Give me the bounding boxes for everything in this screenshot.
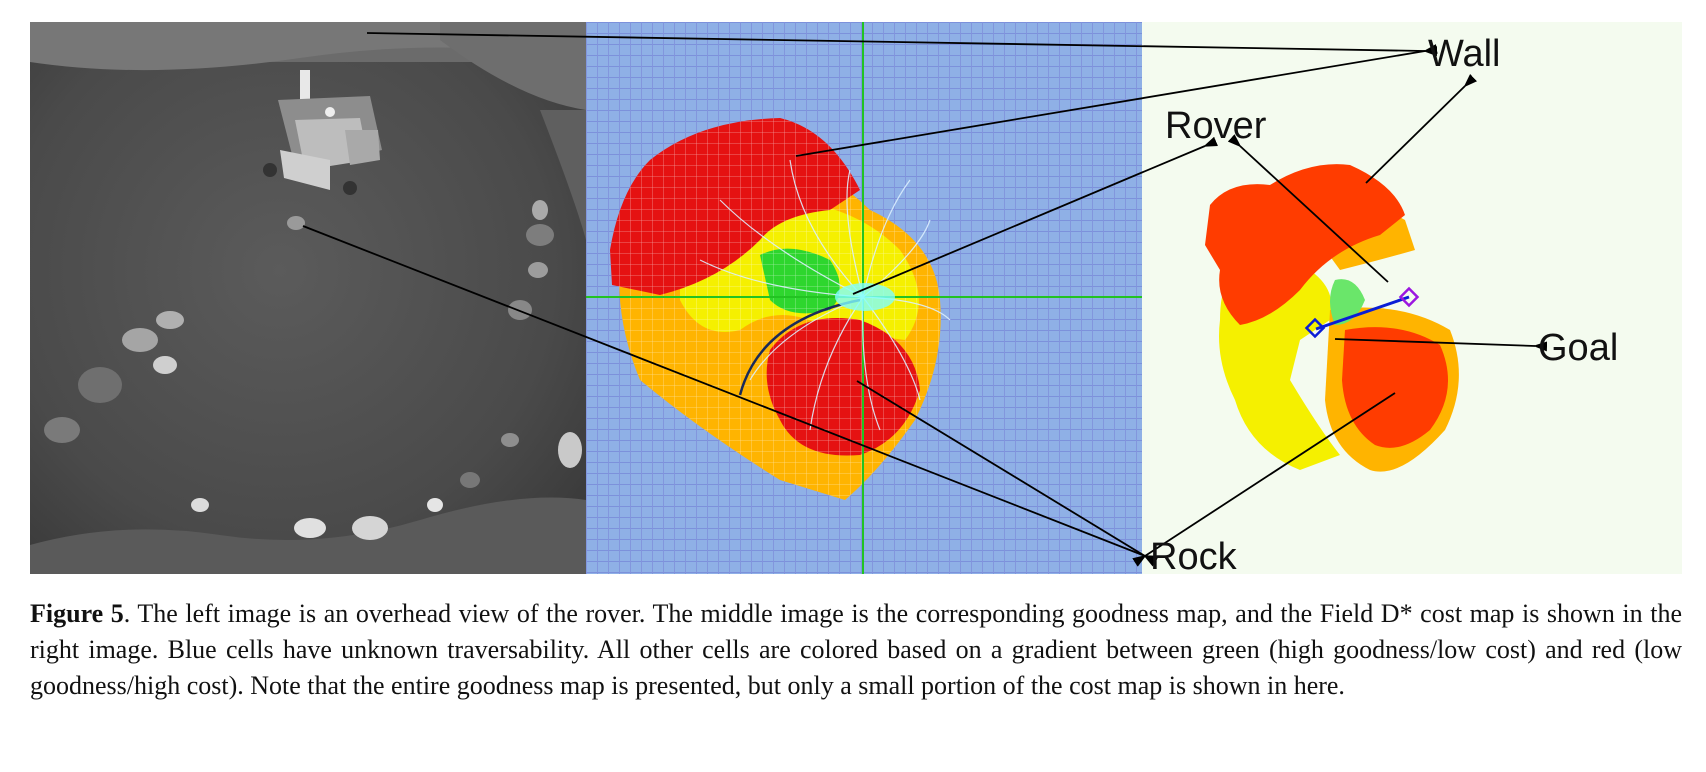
rocks-photo	[44, 200, 582, 540]
rock-arrow-photo	[302, 225, 1158, 566]
wall-arrow-goodness	[795, 44, 1438, 157]
rock-label: Rock	[1150, 536, 1238, 578]
caption-text: . The left image is an overhead view of …	[30, 599, 1683, 700]
wall-label: Wall	[1428, 33, 1500, 75]
figure-caption: Figure 5. The left image is an overhead …	[30, 596, 1682, 704]
figure-label: Figure 5	[30, 599, 124, 628]
cost-map	[1142, 22, 1682, 574]
rover-arrow-cost	[1227, 134, 1389, 283]
rock-arrow-goodness	[856, 380, 1158, 567]
overhead-photo	[30, 22, 586, 574]
annotation-arrows	[302, 32, 1548, 567]
rover-arrow-goodness	[852, 136, 1218, 295]
goal-label: Goal	[1538, 327, 1618, 369]
wall-arrow-cost	[1365, 74, 1478, 184]
figure-5: Wall Rover Goal Rock	[30, 22, 1682, 578]
goodness-map	[586, 22, 1142, 574]
rover-label: Rover	[1165, 105, 1267, 147]
goal-arrow	[1334, 338, 1548, 352]
rover-photo	[263, 70, 382, 195]
wall-arrow-photo	[366, 32, 1438, 57]
rock-arrow-cost	[1132, 392, 1396, 567]
